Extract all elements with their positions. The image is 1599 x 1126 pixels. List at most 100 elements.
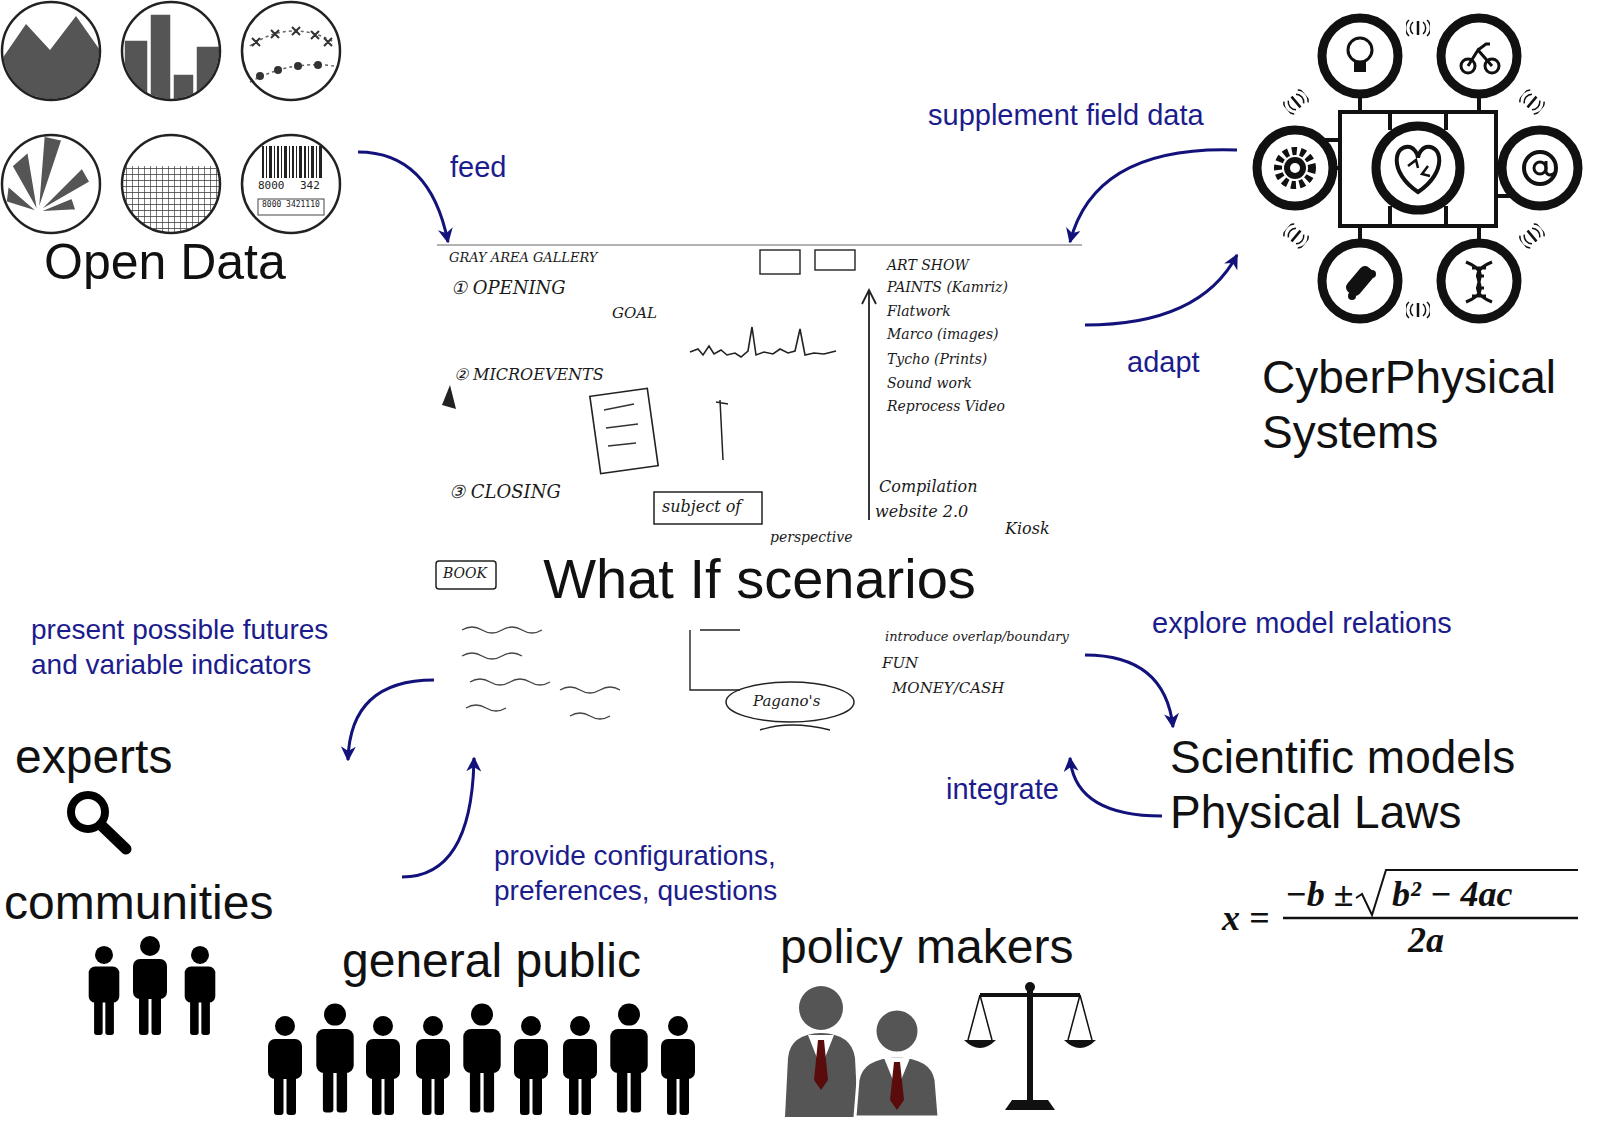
open-data-icons-part-part	[319, 146, 322, 178]
open-data-icons-part	[120, 166, 224, 238]
barcode-digits: 8000 3421110	[262, 201, 320, 210]
open-data-icons-part-part	[289, 146, 290, 178]
people-icons-part	[366, 1016, 400, 1115]
open-data-icons-part-part	[281, 146, 282, 178]
flow-arrow	[1070, 758, 1162, 816]
flow-arrow	[402, 758, 474, 877]
cyberphysical-icon-part	[1376, 126, 1460, 210]
open-data-icons-part-part	[296, 146, 297, 178]
open-data-icons-part	[242, 2, 340, 100]
magnifier-icon	[71, 795, 126, 849]
people-icons-part	[316, 1004, 353, 1113]
sketch-image-part	[716, 400, 728, 460]
open-data-icons-part-part	[311, 146, 314, 178]
edge-label: provide configurations, preferences, que…	[492, 838, 816, 908]
sketch-note: Compilation	[879, 478, 978, 496]
formula-lines-part	[1283, 917, 1578, 920]
sketch-image-part	[654, 492, 762, 524]
policy-icons-part	[1027, 990, 1033, 1102]
sketch-image-part	[604, 404, 638, 446]
people-icons-part	[563, 1016, 597, 1115]
edge-label: adapt	[1125, 345, 1202, 380]
sketch-note: ART SHOW	[887, 258, 969, 273]
cyberphysical-icon-part	[1441, 18, 1517, 94]
open-data-icons-part-part	[308, 146, 309, 178]
open-data-icons-part	[124, 14, 222, 110]
sketch-image-part	[590, 388, 658, 473]
formula-term: b² − 4ac	[1392, 876, 1513, 912]
open-data-icons-part	[0, 16, 104, 104]
open-data-icons-part	[250, 65, 334, 82]
cyberphysical-icon-part	[1534, 162, 1546, 174]
flow-arrow	[1070, 150, 1237, 242]
flow-arrow	[348, 680, 434, 760]
policy-icons	[785, 982, 1096, 1117]
open-data-icons-part	[2, 2, 100, 100]
sketch-note: Pagano's	[753, 693, 820, 710]
cps-node: CyberPhysical Systems	[1240, 10, 1590, 480]
policy-node: policy makers	[775, 918, 1095, 1118]
policy-icons-part	[980, 993, 1080, 997]
node-label: Scientific models Physical Laws	[1170, 730, 1550, 840]
formula-term: −b ±	[1285, 876, 1354, 912]
sketch-note: BOOK	[443, 566, 487, 581]
open-data-icons-part-part	[304, 146, 306, 178]
people-icons-part	[133, 936, 167, 1035]
open-data-icons-part	[2, 135, 100, 233]
edge-label: supplement field data	[926, 98, 1206, 133]
open-data-icons-part	[122, 2, 220, 100]
cyberphysical-icon-part	[1524, 152, 1556, 184]
open-data-icons-part	[258, 199, 324, 215]
open-data-icons-part-part	[284, 146, 287, 178]
cyberphysical-icon-part	[1466, 262, 1492, 302]
people-icons-part	[610, 1004, 647, 1113]
barcode-digits: 342	[300, 180, 320, 192]
cyberphysical-icon-part	[1546, 161, 1556, 175]
people-icons-part	[268, 1016, 302, 1115]
open-data-node: Open Data	[0, 0, 355, 300]
sketch-note: Kiosk	[1005, 520, 1050, 538]
policy-icons-part	[855, 1056, 939, 1117]
open-data-icons-part-part	[269, 146, 272, 178]
sketch-note: Sound work	[887, 376, 972, 391]
edge-label: present possible futures and variable in…	[29, 612, 363, 682]
node-label: general public	[342, 932, 641, 990]
sketch-note: perspective	[770, 530, 853, 545]
sketch-note: Reprocess Video	[887, 399, 1005, 414]
formula-lines-part	[1356, 870, 1578, 915]
open-data-icons-part-part	[196, 46, 222, 110]
sketch-note: subject of	[662, 498, 741, 516]
cyberphysical-icon-part	[1322, 243, 1398, 319]
open-data-icons-part-part	[12, 152, 38, 212]
node-label: policy makers	[780, 918, 1073, 976]
sketch-note: ③ CLOSING	[449, 482, 561, 502]
sketch-note: Flatwork	[887, 304, 951, 319]
open-data-icons-part	[256, 72, 264, 80]
policy-icons-part	[964, 1040, 1096, 1048]
cyberphysical-icon-part	[1348, 38, 1372, 62]
cyberphysical-icon-part	[1257, 130, 1333, 206]
magnifier-icon-part	[101, 825, 126, 849]
sketch-image-part	[437, 245, 1082, 755]
sketch-image-part	[462, 627, 620, 719]
open-data-icons	[0, 2, 340, 238]
barcode-digits: 8000	[258, 180, 285, 192]
models-node: Scientific models Physical Laws	[1165, 730, 1565, 855]
sketch-note: ② MICROEVENTS	[454, 366, 604, 384]
cyberphysical-icon-part	[1517, 222, 1546, 250]
formula-term: x =	[1222, 900, 1270, 936]
formula-lines	[1283, 870, 1578, 918]
edge-label: explore model relations	[1150, 606, 1454, 641]
sketch-image-part	[862, 290, 876, 520]
sketch-image-part	[442, 385, 456, 409]
people-icons-part	[185, 946, 216, 1035]
cyberphysical-icon-part	[1322, 18, 1398, 94]
experts-node: experts	[10, 728, 345, 868]
sketch-image-part	[760, 725, 830, 730]
cyberphysical-icon-part	[1354, 62, 1366, 72]
cyberphysical-icon-part	[1517, 88, 1546, 116]
sketch-note: website 2.0	[875, 503, 968, 521]
people-icons-part	[416, 1016, 450, 1115]
open-data-icons-part	[252, 27, 332, 46]
sketch-note: Tycho (Prints)	[887, 352, 987, 367]
